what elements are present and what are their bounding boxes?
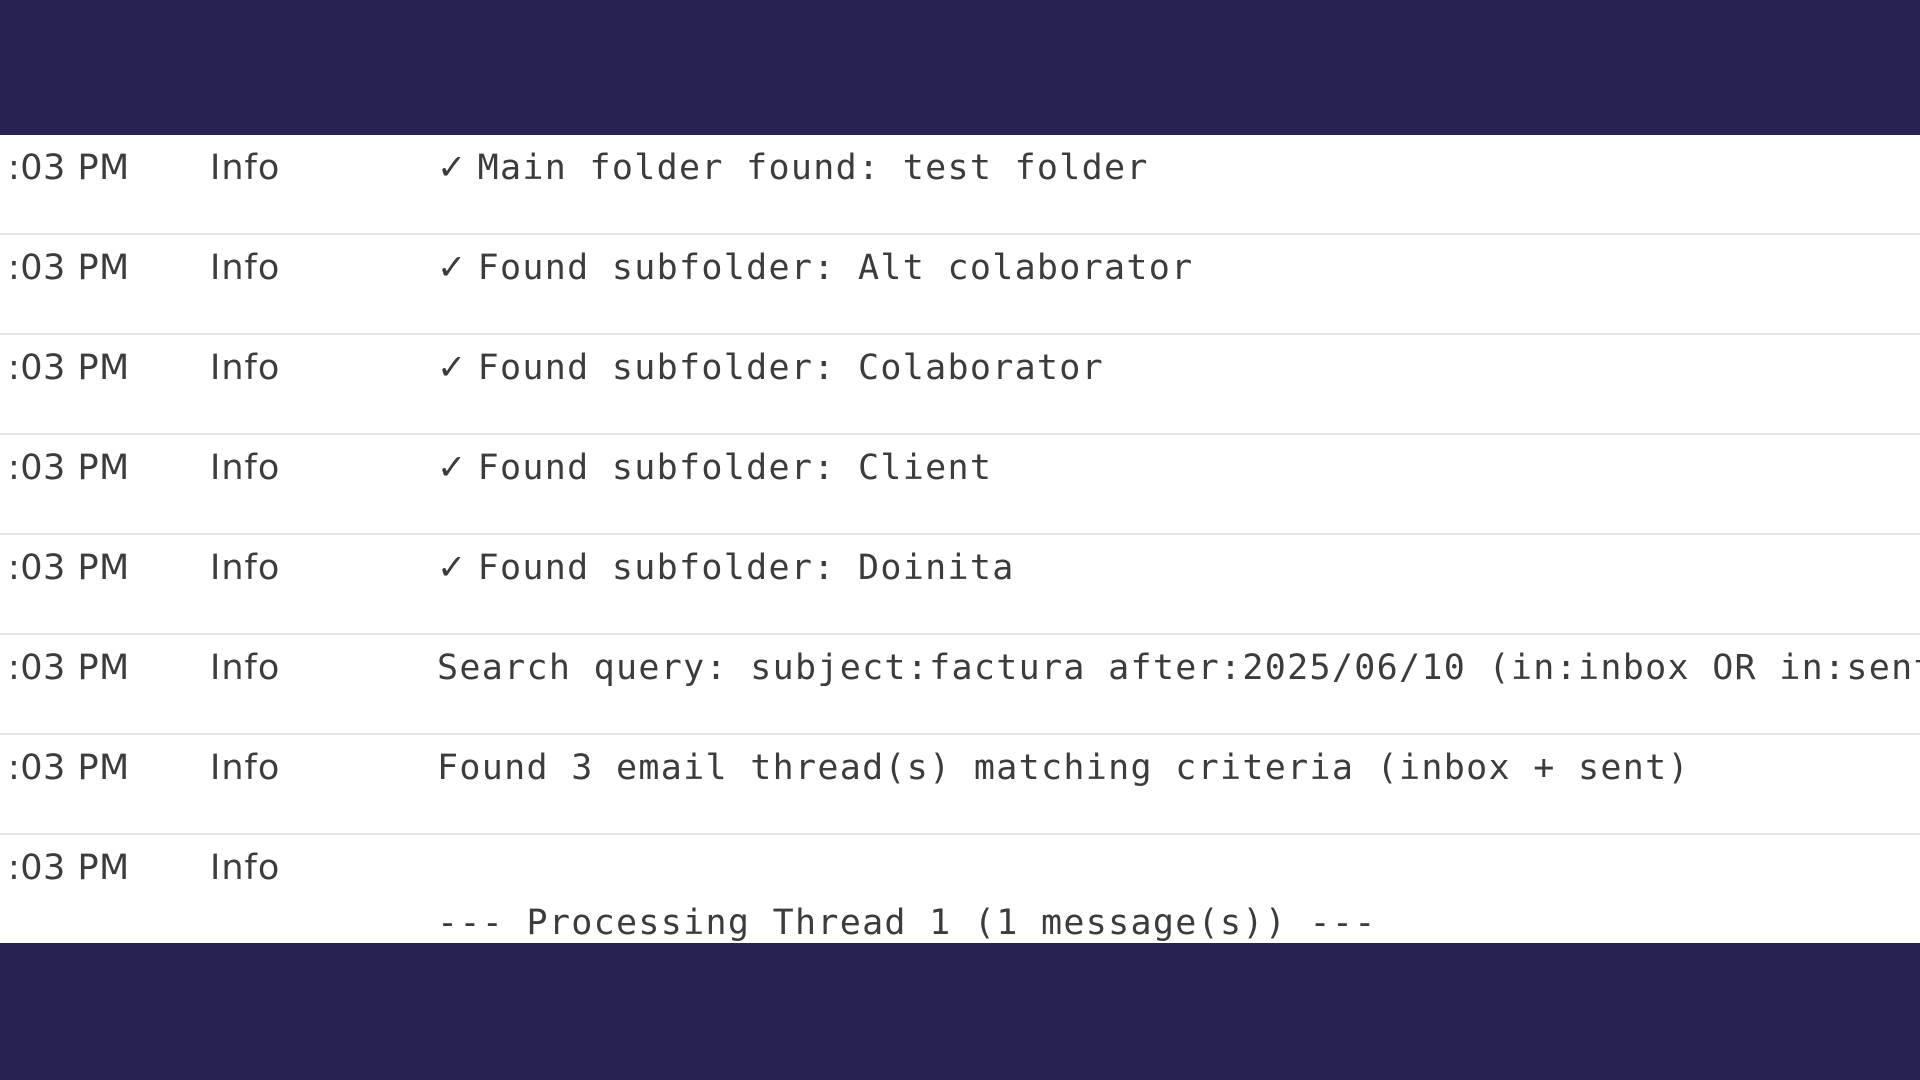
log-message-text: Main folder found: test folder bbox=[477, 148, 1149, 188]
log-time: :03 PM bbox=[8, 548, 130, 588]
log-row: :03 PM Info Search query: subject:factur… bbox=[0, 635, 1920, 735]
checkmark-icon: ✓ bbox=[437, 348, 468, 388]
checkmark-icon: ✓ bbox=[437, 248, 468, 288]
log-level: Info bbox=[210, 448, 281, 488]
log-level: Info bbox=[210, 348, 281, 388]
log-time: :03 PM bbox=[8, 448, 130, 488]
log-time: :03 PM bbox=[8, 648, 130, 688]
log-message-text: Found subfolder: Doinita bbox=[477, 548, 1015, 588]
log-message: Search query: subject:factura after:2025… bbox=[437, 648, 1920, 688]
log-level: Info bbox=[210, 648, 281, 688]
log-row: :03 PM Info --- Processing Thread 1 (1 m… bbox=[0, 835, 1920, 943]
log-level: Info bbox=[210, 148, 281, 188]
log-message: --- Processing Thread 1 (1 message(s)) -… bbox=[437, 903, 1377, 943]
log-row: :03 PM Info ✓Main folder found: test fol… bbox=[0, 135, 1920, 235]
log-level: Info bbox=[210, 548, 281, 588]
log-message-text: Found 3 email thread(s) matching criteri… bbox=[437, 748, 1690, 788]
execution-log-panel: :03 PM Info ✓Main folder found: test fol… bbox=[0, 135, 1920, 943]
log-message: Found 3 email thread(s) matching criteri… bbox=[437, 748, 1690, 788]
log-time: :03 PM bbox=[8, 848, 130, 888]
log-row: :03 PM Info ✓Found subfolder: Alt colabo… bbox=[0, 235, 1920, 335]
log-row: :03 PM Info ✓Found subfolder: Doinita bbox=[0, 535, 1920, 635]
log-message-text: Found subfolder: Alt colaborator bbox=[477, 248, 1194, 288]
log-time: :03 PM bbox=[8, 348, 130, 388]
log-row: :03 PM Info ✓Found subfolder: Client bbox=[0, 435, 1920, 535]
checkmark-icon: ✓ bbox=[437, 148, 468, 188]
log-message: ✓Found subfolder: Doinita bbox=[437, 548, 1015, 588]
log-message: ✓Found subfolder: Client bbox=[437, 448, 992, 488]
log-message-text: Found subfolder: Client bbox=[477, 448, 993, 488]
log-message-text: Search query: subject:factura after:2025… bbox=[437, 648, 1920, 688]
log-time: :03 PM bbox=[8, 248, 130, 288]
log-level: Info bbox=[210, 748, 281, 788]
log-level: Info bbox=[210, 848, 281, 888]
log-row: :03 PM Info Found 3 email thread(s) matc… bbox=[0, 735, 1920, 835]
checkmark-icon: ✓ bbox=[437, 548, 468, 588]
log-level: Info bbox=[210, 248, 281, 288]
log-row: :03 PM Info ✓Found subfolder: Colaborato… bbox=[0, 335, 1920, 435]
checkmark-icon: ✓ bbox=[437, 448, 468, 488]
log-message-text: Found subfolder: Colaborator bbox=[477, 348, 1105, 388]
log-time: :03 PM bbox=[8, 148, 130, 188]
log-message: ✓Main folder found: test folder bbox=[437, 148, 1149, 188]
log-message: ✓Found subfolder: Alt colaborator bbox=[437, 248, 1194, 288]
log-time: :03 PM bbox=[8, 748, 130, 788]
log-message: ✓Found subfolder: Colaborator bbox=[437, 348, 1104, 388]
